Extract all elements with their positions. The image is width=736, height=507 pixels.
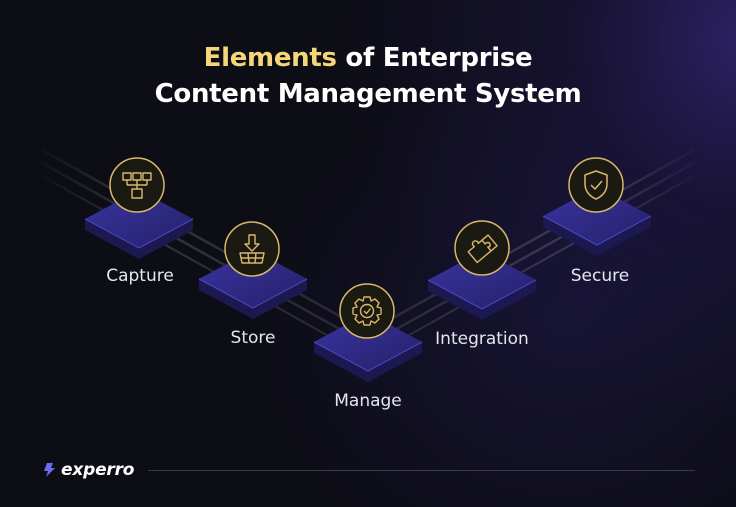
page-title: Elements of Enterprise Content Managemen… [0, 40, 736, 112]
step-capture: Capture [84, 157, 194, 286]
step-label-integration: Integration [435, 329, 529, 349]
footer-divider [148, 470, 695, 471]
title-line-1: Elements of Enterprise [0, 40, 736, 76]
step-store: Store [198, 221, 308, 348]
brand-logo[interactable]: experro [43, 458, 134, 482]
platform [313, 313, 423, 382]
title-line-1-rest: of Enterprise [336, 43, 533, 73]
step-label-capture: Capture [106, 266, 174, 286]
platform [427, 251, 537, 320]
step-integration: Integration [427, 220, 537, 349]
platform [542, 187, 652, 256]
gear-check-icon [339, 283, 395, 339]
step-label-store: Store [231, 328, 276, 348]
step-label-manage: Manage [334, 391, 402, 411]
title-line-2: Content Management System [154, 79, 582, 109]
puzzle-icon [454, 220, 510, 276]
step-label-secure: Secure [571, 266, 629, 286]
platform [198, 250, 308, 319]
title-highlight: Elements [203, 43, 337, 73]
brand-name: experro [61, 460, 135, 480]
shield-check-icon [568, 157, 624, 213]
folder-tree-icon [109, 157, 165, 213]
platform [84, 190, 194, 259]
step-secure: Secure [542, 157, 652, 286]
step-manage: Manage [313, 283, 423, 411]
brand-mark-icon [44, 463, 55, 477]
download-to-tray-icon [224, 221, 280, 277]
